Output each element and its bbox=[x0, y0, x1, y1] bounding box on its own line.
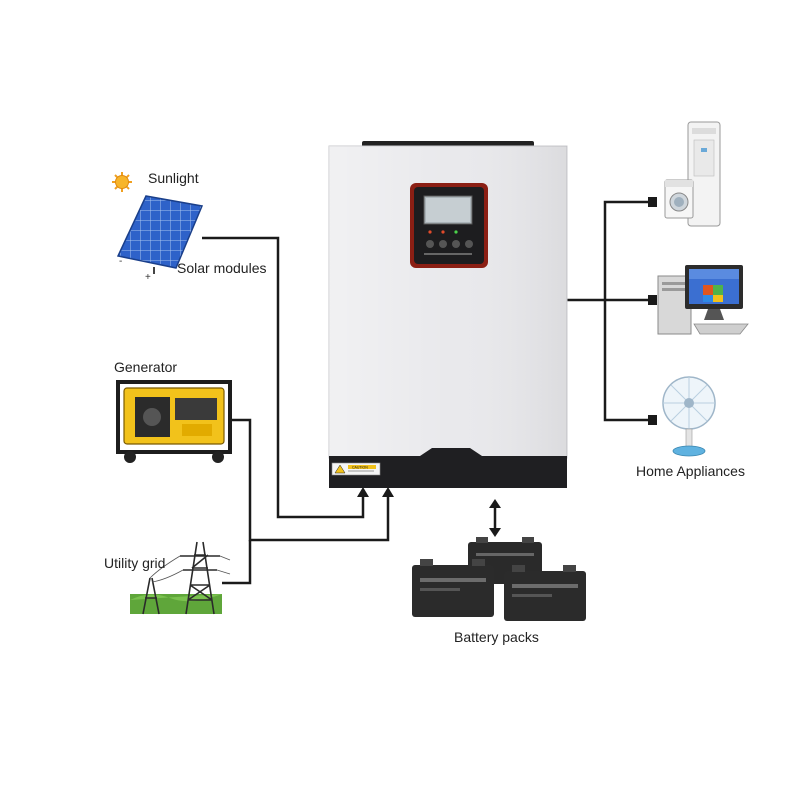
solar-panel-icon: - + bbox=[116, 195, 204, 283]
utility-grid-label: Utility grid bbox=[104, 555, 166, 571]
svg-text:+: + bbox=[145, 272, 151, 283]
solar-modules-label: Solar modules bbox=[177, 260, 267, 276]
battery-packs-label: Battery packs bbox=[454, 629, 539, 645]
control-panel bbox=[410, 183, 488, 268]
caution-label: CAUTION bbox=[331, 462, 381, 476]
battery-icon bbox=[504, 565, 586, 621]
grid-wire bbox=[222, 540, 252, 585]
fan-icon bbox=[662, 376, 716, 457]
bidirectional-arrow-icon bbox=[489, 499, 501, 537]
sunlight-label: Sunlight bbox=[148, 170, 199, 186]
home-appliances-label: Home Appliances bbox=[636, 463, 745, 479]
generator-label: Generator bbox=[114, 359, 178, 375]
washing-machine-icon bbox=[664, 179, 694, 219]
inverter-unit: CAUTION bbox=[328, 141, 568, 488]
computer-icon bbox=[657, 265, 749, 335]
air-conditioner-icon bbox=[687, 121, 721, 227]
control-button bbox=[439, 240, 447, 248]
sun-icon bbox=[112, 172, 132, 192]
svg-text:-: - bbox=[119, 256, 122, 267]
plug-icon bbox=[648, 197, 657, 425]
control-button bbox=[465, 240, 473, 248]
caution-text: CAUTION bbox=[352, 466, 368, 470]
control-button bbox=[426, 240, 434, 248]
utility-tower-icon bbox=[130, 541, 231, 615]
appliance-bus bbox=[603, 200, 650, 422]
arrow-up-icon bbox=[357, 487, 369, 497]
wiring bbox=[202, 200, 650, 585]
solar-wire bbox=[202, 236, 365, 519]
battery-icon bbox=[412, 559, 494, 617]
generator-icon bbox=[116, 380, 232, 463]
control-button bbox=[452, 240, 460, 248]
arrow-up-icon bbox=[382, 487, 394, 497]
